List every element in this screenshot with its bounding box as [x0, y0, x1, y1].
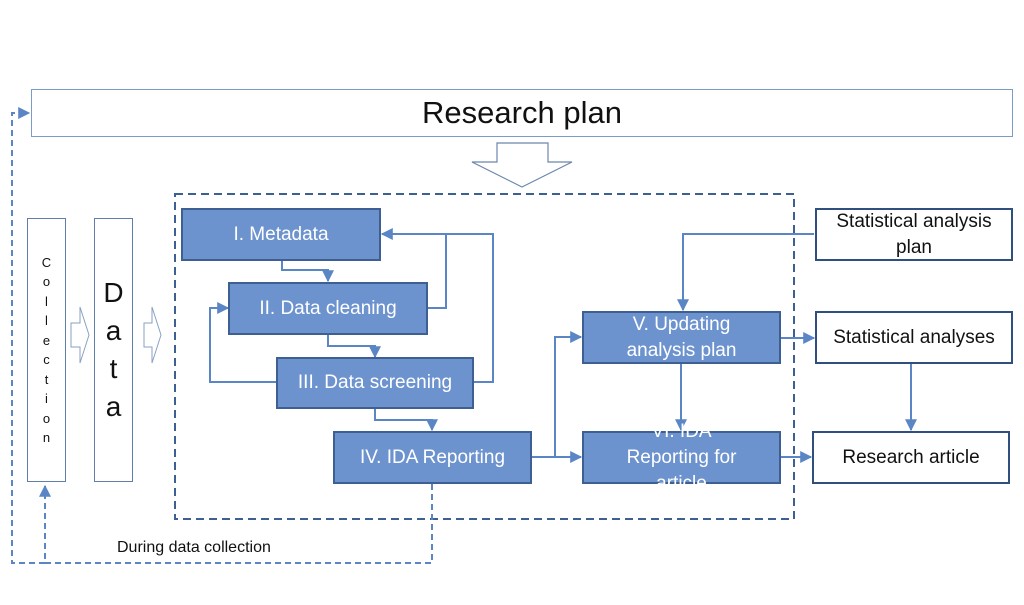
collection-letter: l [45, 293, 48, 309]
step-data-screening: III. Data screening [276, 357, 474, 409]
collection-letter: n [42, 430, 51, 445]
research-plan-down-arrow [471, 142, 573, 188]
collection-letter: o [42, 274, 51, 289]
arrow-sap-to-updating [677, 233, 814, 312]
step-data-cleaning-label: II. Data cleaning [259, 297, 397, 319]
arrow-cleaning-to-metadata [380, 228, 447, 309]
data-letter: t [109, 353, 118, 384]
statistical-analyses-box: Statistical analyses [815, 311, 1013, 364]
step-metadata-label: I. Metadata [233, 223, 329, 245]
collection-letter: i [45, 391, 48, 406]
feedback-label: During data collection [117, 539, 271, 556]
arrow-screening-to-metadata [446, 233, 494, 383]
step-data-screening-label: III. Data screening [297, 372, 453, 393]
collection-letter: e [42, 332, 51, 348]
research-article-box: Research article [812, 431, 1010, 484]
step-updating-analysis-plan-label: V. Updating analysis plan [626, 313, 737, 361]
collection-letter: o [42, 410, 51, 426]
statistical-analysis-plan-box: Statistical analysis plan [815, 208, 1013, 261]
step-ida-reporting-article-label: VI. IDA Reporting for article [626, 420, 737, 494]
step-data-cleaning: II. Data cleaning [228, 282, 428, 335]
arrow-reporting-to-updating [554, 331, 583, 457]
research-article-label: Research article [842, 446, 980, 468]
step-updating-analysis-plan: V. Updating analysis plan [582, 311, 781, 364]
feedback-reporting-to-collection [39, 484, 433, 564]
collection-letter: c [43, 352, 50, 367]
collection-letter: t [44, 371, 49, 387]
step-metadata: I. Metadata [181, 208, 381, 261]
ida-process-frame [174, 193, 795, 520]
collection-to-data-arrow [70, 306, 90, 364]
arrow-cleaning-to-screening [327, 335, 381, 359]
arrow-metadata-to-cleaning [281, 261, 334, 283]
research-plan-box: Research plan [31, 89, 1013, 137]
statistical-analyses-label: Statistical analyses [833, 326, 995, 348]
statistical-analysis-plan-label: Statistical analysis plan [836, 210, 992, 258]
collection-letter: C [41, 254, 52, 270]
collection-letter: l [45, 313, 48, 328]
data-letter: a [105, 391, 122, 422]
data-to-process-arrow [143, 306, 162, 364]
arrow-screening-to-cleaning [209, 302, 276, 383]
data-letter: a [105, 315, 122, 346]
step-ida-reporting-article: VI. IDA Reporting for article [582, 421, 781, 494]
step-ida-reporting: IV. IDA Reporting [333, 431, 532, 484]
data-letter: D [103, 277, 124, 308]
research-plan-label: Research plan [422, 95, 622, 130]
step-ida-reporting-label: IV. IDA Reporting [359, 446, 506, 468]
arrow-screening-to-reporting [374, 409, 438, 432]
feedback-collection-to-plan [11, 107, 45, 564]
